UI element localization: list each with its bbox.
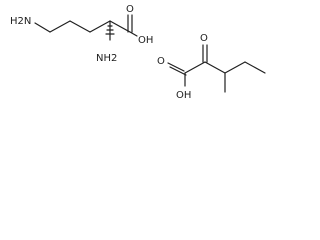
bond-c4-c5: [244, 61, 266, 74]
label-nh2: NH2: [96, 53, 117, 64]
label-o-top: O: [200, 33, 208, 44]
bond-c5-c4: [49, 20, 71, 33]
label-h2n-left: H2N: [10, 16, 31, 27]
keto-acid-structure: O O OH: [157, 33, 266, 101]
label-oh-2: OH: [176, 90, 191, 101]
bond-c3-c2: [89, 20, 111, 33]
bond-c2-c1: [109, 20, 131, 33]
label-o-left: O: [157, 56, 165, 67]
bond-c1-o-double-a: [167, 62, 185, 72]
label-o-1: O: [126, 4, 134, 15]
label-oh-1: OH: [138, 35, 153, 46]
bond-c2-c3: [204, 61, 226, 74]
bond-c3-c4: [224, 61, 246, 74]
ornithine-structure: H2N OH O NH2: [10, 4, 153, 64]
bond-c1-oh: [129, 31, 138, 37]
bond-c1-c2: [184, 61, 206, 74]
bond-n-c5: [34, 22, 51, 33]
bond-c1-o-double-b: [169, 66, 187, 76]
bond-c4-c3: [69, 20, 91, 33]
chemical-structure-canvas: H2N OH O NH2 O O OH: [10, 4, 266, 101]
